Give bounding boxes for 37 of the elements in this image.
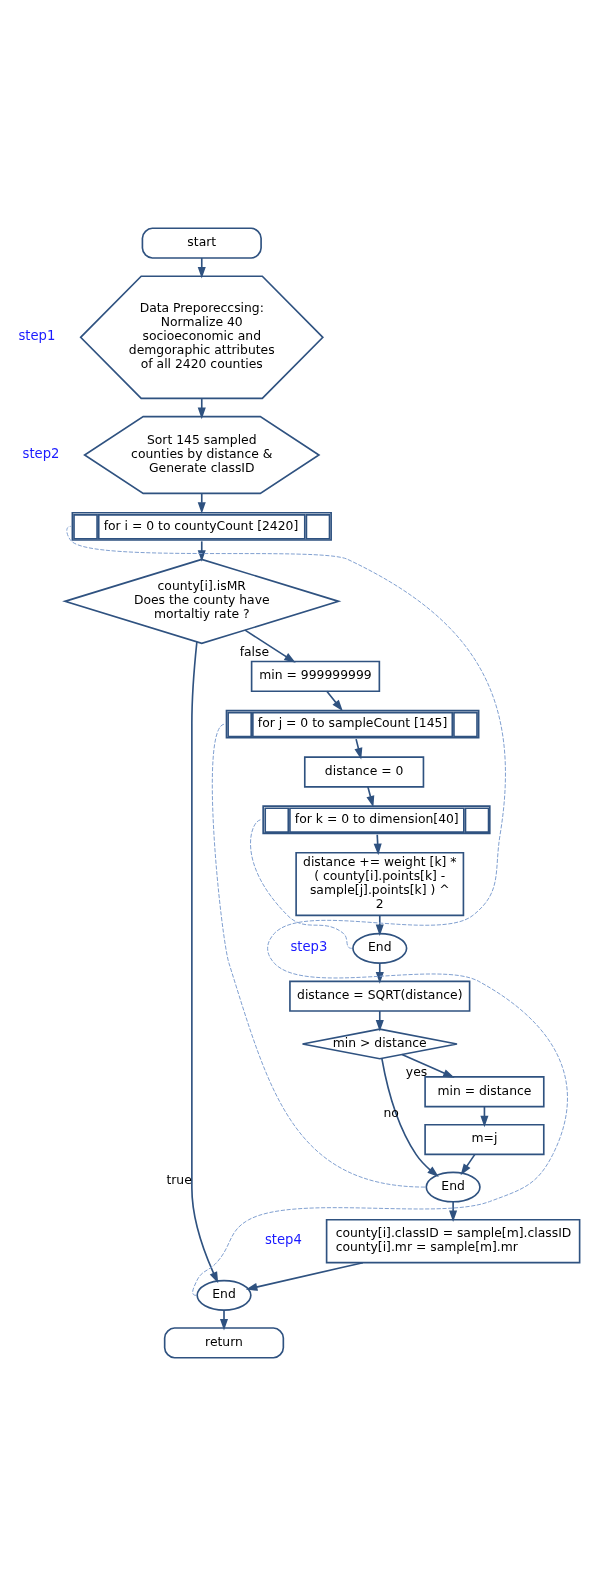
node-ellipse: End	[425, 1171, 481, 1203]
arrow	[381, 1057, 439, 1177]
node-box: min = distance	[424, 1075, 545, 1107]
arrow	[401, 1053, 455, 1078]
arrow	[244, 628, 296, 663]
arrow	[354, 737, 363, 760]
node-box: county[i].classID = sample[m].classID county[i].mr = sample[m].mr	[325, 1218, 581, 1263]
node-label: step1	[18, 327, 56, 343]
arrow	[197, 492, 206, 514]
node-box: m=j	[424, 1123, 545, 1155]
node-box: distance = SQRT(distance)	[289, 980, 471, 1012]
connector	[211, 723, 426, 1188]
arrow	[197, 397, 206, 419]
node-label: step2	[22, 445, 60, 461]
node-box: start	[141, 226, 262, 259]
node-diamond: county[i].isMR Does the county have mortaltiy rate ?	[62, 557, 342, 644]
arrow	[460, 1153, 476, 1175]
arrow	[375, 1009, 384, 1032]
arrow	[219, 1308, 229, 1330]
node-label: step4	[264, 1231, 302, 1247]
node-ellipse: End	[352, 932, 408, 964]
arrow	[245, 1261, 364, 1291]
arrow	[197, 540, 206, 562]
arrow	[375, 914, 384, 936]
arrow	[197, 256, 206, 279]
edge-label: false	[239, 644, 270, 659]
node-ellipse: End	[196, 1279, 252, 1311]
node-box: distance = 0	[303, 755, 425, 788]
node-box: min = 999999999	[250, 660, 381, 692]
node-diamond: min > distance	[301, 1027, 458, 1060]
label: step3	[290, 938, 328, 954]
arrow	[375, 961, 384, 984]
node-box: return	[163, 1326, 285, 1359]
arrow	[191, 640, 219, 1283]
connector	[250, 818, 353, 949]
node-box: distance += weight [k] * ( county[i].points[k] - sample[j].points[k] ) ^ 2	[295, 851, 465, 916]
connector	[66, 525, 568, 1296]
